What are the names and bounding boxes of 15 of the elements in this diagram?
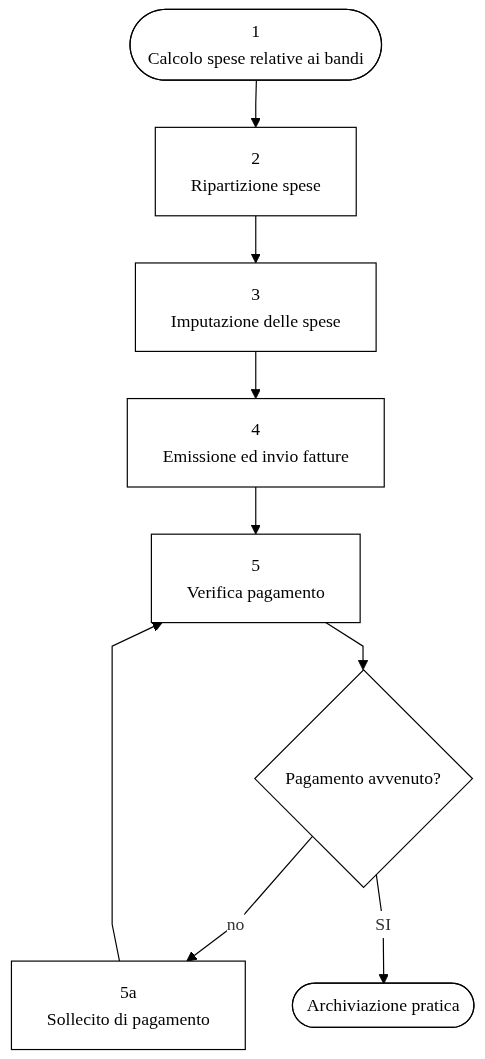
node-diamond: Pagamento avvenuto? [253, 668, 474, 889]
node-box: 4 Emissione ed invio fatture [126, 398, 385, 488]
node-box: 5 Verifica pagamento [150, 533, 361, 624]
arrow [250, 350, 261, 400]
arrow [250, 80, 261, 128]
arrow [250, 486, 261, 535]
edge-label: no [226, 914, 245, 934]
arrow [324, 622, 369, 671]
arrow [250, 215, 261, 264]
node-box: 3 Imputazione delle spese [134, 262, 377, 352]
node-box: 2 Ripartizione spese [154, 126, 357, 217]
edge-label: SI [375, 914, 391, 934]
node-box: 5a Sollecito di pagamento [10, 960, 246, 1051]
arrow [186, 836, 313, 962]
arrow [111, 621, 163, 962]
